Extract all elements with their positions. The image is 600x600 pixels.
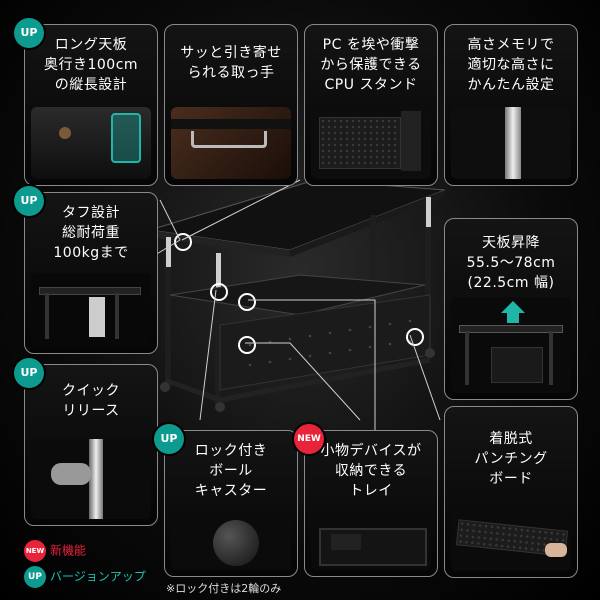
feature-card-panel: 着脱式 パンチング ボード (444, 406, 578, 578)
feature-text: 着脱式 パンチング ボード (474, 431, 548, 487)
feature-card-tough: タフ設計 総耐荷重 100kgまで (24, 192, 158, 354)
legend-up: UP バージョンアップ (24, 566, 146, 588)
feature-text: ロック付き ボール キャスター (194, 443, 268, 499)
lock-note: ※ロック付きは2輪のみ (166, 582, 282, 595)
feature-card-caster: ロック付き ボール キャスター (164, 430, 298, 577)
feature-card-quick-release: クイック リリース (24, 364, 158, 526)
feature-card-raise: 天板昇降 55.5～78cm (22.5cm 幅) (444, 218, 578, 400)
feature-text: ロング天板 奥行き100cm の縦長設計 (43, 37, 139, 93)
version-up-badge: UP (14, 358, 44, 388)
callout-marker (238, 293, 256, 311)
callout-marker (238, 336, 256, 354)
legend-new: NEW 新機能 (24, 540, 86, 562)
feature-card-cpu: PC を埃や衝撃 から保護できる CPU スタンド (304, 24, 438, 186)
feature-text: クイック リリース (62, 383, 120, 419)
feature-photo (31, 107, 151, 179)
feature-text: PC を埃や衝撃 から保護できる CPU スタンド (320, 37, 422, 93)
callout-marker (210, 283, 228, 301)
feature-card-memory: 高さメモリで 適切な高さに かんたん設定 (444, 24, 578, 186)
feature-photo (311, 514, 431, 570)
feature-photo (311, 107, 431, 179)
callout-marker (406, 328, 424, 346)
version-up-badge: UP (154, 424, 184, 454)
up-badge-icon: UP (24, 566, 46, 588)
feature-photo (31, 439, 151, 519)
new-badge-icon: NEW (24, 540, 46, 562)
feature-card-tray: 小物デバイスが 収納できる トレイ (304, 430, 438, 577)
desk-product-illustration (149, 179, 446, 412)
feature-text: タフ設計 総耐荷重 100kgまで (53, 205, 129, 261)
callout-marker (174, 233, 192, 251)
feature-card-long-top: ロング天板 奥行き100cm の縦長設計 (24, 24, 158, 186)
feature-text: 小物デバイスが 収納できる トレイ (320, 443, 422, 499)
legend-new-label: 新機能 (50, 543, 87, 558)
feature-photo (451, 511, 571, 571)
feature-photo (451, 107, 571, 179)
version-up-badge: UP (14, 18, 44, 48)
new-feature-badge: NEW (294, 424, 324, 454)
feature-card-handle: サッと引き寄せ られる取っ手 (164, 24, 298, 186)
feature-text: サッと引き寄せ られる取っ手 (180, 45, 282, 81)
feature-photo (451, 297, 571, 393)
feature-photo (171, 107, 291, 179)
legend-up-label: バージョンアップ (50, 569, 146, 584)
version-up-badge: UP (14, 186, 44, 216)
feature-photo (171, 514, 291, 570)
feature-photo (31, 273, 151, 347)
feature-text: 高さメモリで 適切な高さに かんたん設定 (467, 37, 555, 93)
feature-text: 天板昇降 55.5～78cm (22.5cm 幅) (466, 235, 556, 291)
